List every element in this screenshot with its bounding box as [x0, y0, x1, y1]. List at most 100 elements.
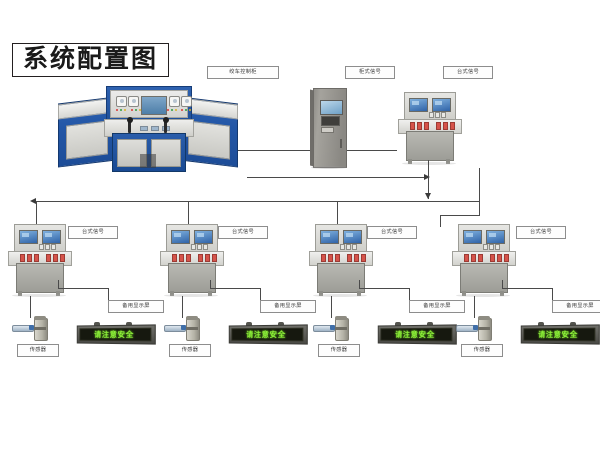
label-cabinet-signal: 柜式信号 [345, 66, 395, 80]
console-screen-right [42, 230, 61, 244]
console-leg [446, 159, 450, 164]
station-2-sensor-drop [182, 296, 183, 318]
console-leg [18, 291, 22, 296]
console-shadow [12, 294, 66, 297]
label-station-2-display: 备用显示屏 [260, 300, 316, 314]
indicator-lamp-group [167, 109, 177, 111]
console-knob-group [410, 122, 429, 130]
sensor-cap [186, 316, 198, 320]
led-frame: 请注意安全 [377, 324, 457, 345]
console-knob-group [172, 254, 191, 262]
main-bus-arrow-left [30, 198, 36, 204]
console-upper-panel [458, 224, 510, 254]
station-4-display-riser [502, 280, 503, 288]
led-mount-bracket [246, 322, 252, 326]
bus-upper-line [247, 177, 427, 179]
station-1-display-riser [58, 280, 59, 288]
station-3-sensor [313, 316, 357, 342]
led-frame: 请注意安全 [76, 324, 156, 345]
led-mount-bracket [570, 322, 576, 326]
sensor-cap [478, 316, 490, 320]
gauge-icon [116, 96, 127, 107]
label-winch-control-cabinet: 绞车控制柜 [207, 66, 279, 80]
station-1-sensor-drop [30, 296, 31, 318]
desktop-signal-console-top [398, 92, 462, 165]
console-shadow [313, 294, 367, 297]
station-2-display-drop [260, 288, 261, 300]
label-desk-signal: 台式信号 [443, 66, 493, 80]
led-frame: 请注意安全 [228, 324, 308, 345]
indicator-lamp-group [116, 109, 126, 111]
indicator-lamp-group [181, 109, 191, 111]
console-leg [408, 159, 412, 164]
station-1-led-display: 请注意安全 [74, 322, 156, 345]
console-screen-right [194, 230, 213, 244]
console-leg [319, 291, 323, 296]
console-pedestal [16, 263, 64, 293]
cabinet-shadow [311, 166, 347, 169]
console-pedestal [460, 263, 508, 293]
label-station-3-sensor: 传感器 [318, 344, 360, 358]
console-pedestal [406, 131, 454, 161]
led-text: 请注意安全 [94, 329, 135, 339]
led-text: 请注意安全 [538, 329, 579, 339]
sensor-cap [34, 316, 46, 320]
label-station-2-sensor: 传感器 [169, 344, 211, 358]
sensor-cap [335, 316, 347, 320]
sensor-tip [473, 325, 478, 330]
console-knob-group [490, 254, 509, 262]
station-3-display-run [359, 288, 409, 289]
console-leg [462, 291, 466, 296]
console-screen-left [320, 230, 339, 244]
station-4-led-display: 请注意安全 [518, 322, 600, 345]
station-4-display-run [502, 288, 552, 289]
station-1-console [8, 224, 72, 297]
station-4-console [452, 224, 516, 297]
station-2-display-riser [210, 280, 211, 288]
station-3-sensor-drop [331, 296, 332, 318]
label-station-1-display: 备用显示屏 [108, 300, 164, 314]
drop-line-station-2 [188, 201, 189, 225]
station-4-sensor [456, 316, 500, 342]
console-main-screen [141, 96, 167, 115]
led-mount-bracket [278, 322, 284, 326]
console-upper-panel [404, 92, 456, 122]
indicator-lamp-group [131, 109, 141, 111]
led-frame: 请注意安全 [520, 324, 600, 345]
led-mount-bracket [538, 322, 544, 326]
drop-line-station-3 [337, 201, 338, 225]
cabinet-door-handle [340, 139, 342, 148]
led-screen: 请注意安全 [380, 327, 453, 342]
console-shadow [456, 294, 510, 297]
drop-line-station-4-riser [479, 201, 480, 215]
console-center [104, 86, 194, 172]
led-screen: 请注意安全 [79, 327, 152, 342]
console-knob-group [198, 254, 217, 262]
label-station-3-display: 备用显示屏 [409, 300, 465, 314]
console-screen-left [19, 230, 38, 244]
console-screen-right [486, 230, 505, 244]
console-screen-right [432, 98, 451, 112]
label-station-1-sensor: 传感器 [17, 344, 59, 358]
led-mount-bracket [395, 322, 401, 326]
station-4-sensor-drop [474, 296, 475, 318]
led-screen: 请注意安全 [231, 327, 304, 342]
joystick-lever [162, 117, 169, 133]
gauge-icon [169, 96, 180, 107]
station-2-console [160, 224, 224, 297]
console-knob-group [321, 254, 340, 262]
station-1-display-drop [108, 288, 109, 300]
bus-upper-arrow [424, 174, 430, 180]
console-screen-left [171, 230, 190, 244]
label-station-3-console: 台式信号 [367, 226, 417, 240]
gauge-icon [181, 96, 192, 107]
led-text: 请注意安全 [246, 329, 287, 339]
label-station-4-display: 备用显示屏 [552, 300, 600, 314]
console-pedestal [317, 263, 365, 293]
sensor-band [34, 327, 46, 330]
console-upper-panel [166, 224, 218, 254]
led-mount-bracket [94, 322, 100, 326]
console-upper-panel [315, 224, 367, 254]
led-text: 请注意安全 [395, 329, 436, 339]
